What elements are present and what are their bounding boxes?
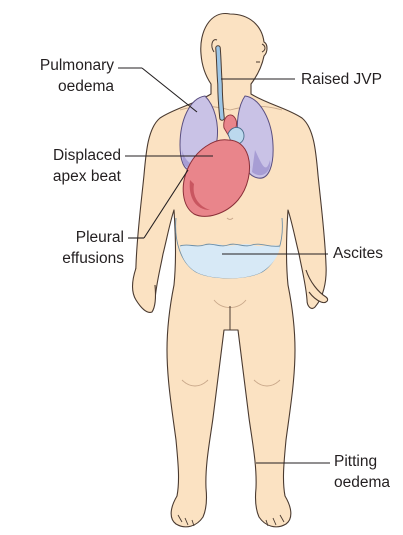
label-displaced-apex-beat: Displaced apex beat <box>2 145 121 187</box>
label-pitting-oedema-line2: oedema <box>334 472 390 493</box>
label-ascites: Ascites <box>333 243 383 264</box>
label-pulmonary-oedema-line1: Pulmonary <box>2 55 114 76</box>
label-raised-jvp-text: Raised JVP <box>301 69 382 90</box>
label-pleural-effusions-line2: effusions <box>2 248 124 269</box>
label-pitting-oedema-line1: Pitting <box>334 451 390 472</box>
label-pleural-effusions-line1: Pleural <box>2 227 124 248</box>
label-ascites-text: Ascites <box>333 243 383 264</box>
label-pulmonary-oedema-line2: oedema <box>2 76 114 97</box>
label-displaced-apex-beat-line1: Displaced <box>2 145 121 166</box>
label-pulmonary-oedema: Pulmonary oedema <box>2 55 114 97</box>
label-pleural-effusions: Pleural effusions <box>2 227 124 269</box>
leader-pulmonary-oedema-diag <box>142 68 197 112</box>
label-pitting-oedema: Pitting oedema <box>334 451 390 493</box>
label-displaced-apex-beat-line2: apex beat <box>2 166 121 187</box>
label-raised-jvp: Raised JVP <box>301 69 382 90</box>
